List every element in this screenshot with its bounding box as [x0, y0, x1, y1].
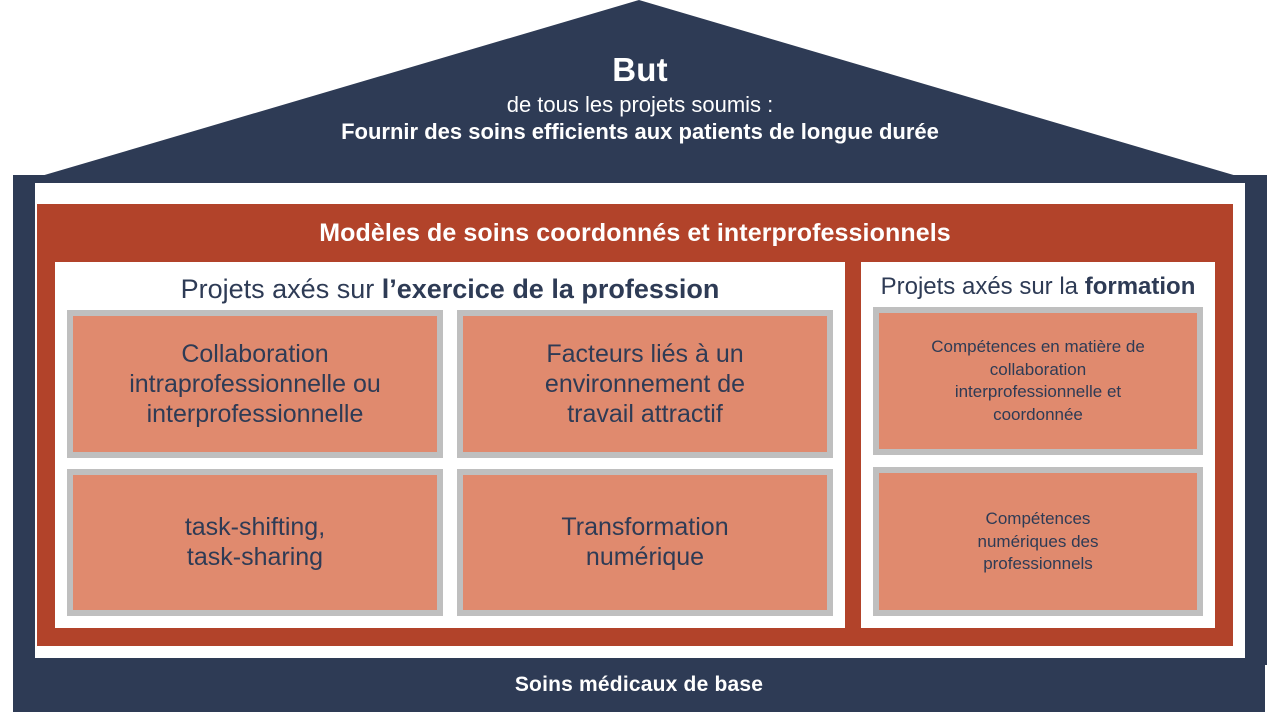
card-collaboration[interactable]: Collaboration intraprofessionnelle ou in…: [67, 310, 443, 458]
panel-formation-row-2: Compétences numériques des professionnel…: [873, 467, 1203, 616]
card-collaboration-line-3: interprofessionnelle: [146, 399, 364, 428]
panel-formation-header-emphasis: formation: [1084, 273, 1196, 300]
card-task-shifting-text: task-shifting, task-sharing: [185, 512, 325, 572]
card-competences-collaboration-line-1: Compétences en matière de: [931, 337, 1145, 357]
panel-formation: Projets axés sur la formation Compétence…: [861, 262, 1215, 628]
card-transformation-line-2: numérique: [585, 543, 705, 572]
panel-exercice-header-emphasis: l’exercice de la profession: [381, 274, 720, 304]
card-transformation[interactable]: Transformation numérique: [457, 468, 833, 616]
card-transformation-text: Transformation numérique: [561, 512, 728, 572]
card-collaboration-line-1: Collaboration: [181, 339, 329, 368]
card-competences-numeriques-line-3: professionnels: [983, 553, 1093, 573]
card-competences-numeriques[interactable]: Compétences numériques des professionnel…: [873, 467, 1203, 616]
card-facteurs[interactable]: Facteurs liés à un environnement de trav…: [457, 310, 833, 458]
banner-title: Modèles de soins coordonnés et interprof…: [319, 218, 951, 247]
card-task-shifting-line-2: task-sharing: [186, 543, 324, 572]
panel-formation-body: Compétences en matière de collaboration …: [873, 306, 1203, 616]
card-collaboration-line-2: intraprofessionnelle ou: [129, 369, 381, 398]
card-competences-collaboration-line-3: interprofessionnelle et: [954, 382, 1122, 402]
card-collaboration-text: Collaboration intraprofessionnelle ou in…: [129, 339, 381, 429]
card-task-shifting[interactable]: task-shifting, task-sharing: [67, 468, 443, 616]
panel-formation-header-prefix: Projets axés sur la: [880, 273, 1085, 300]
panel-formation-row-1: Compétences en matière de collaboration …: [873, 306, 1203, 456]
card-facteurs-line-3: travail attractif: [567, 399, 723, 428]
panel-exercice-header-prefix: Projets axés sur: [180, 274, 382, 304]
card-competences-numeriques-line-1: Compétences: [985, 509, 1091, 529]
card-task-shifting-line-1: task-shifting,: [184, 513, 326, 542]
panel-exercice-row-2: task-shifting, task-sharing Transformati…: [67, 468, 833, 616]
card-facteurs-text: Facteurs liés à un environnement de trav…: [545, 339, 745, 429]
card-competences-numeriques-text: Compétences numériques des professionnel…: [978, 508, 1099, 575]
panel-exercice: Projets axés sur l’exercice de la profes…: [55, 262, 845, 628]
panel-formation-header: Projets axés sur la formation: [873, 270, 1203, 307]
foundation-bar: Soins médicaux de base: [13, 658, 1265, 712]
card-transformation-line-1: Transformation: [561, 513, 729, 542]
panel-exercice-header: Projets axés sur l’exercice de la profes…: [67, 270, 833, 310]
card-competences-collaboration-line-2: collaboration: [989, 359, 1087, 379]
columns-container: Projets axés sur l’exercice de la profes…: [37, 262, 1233, 646]
card-competences-collaboration-line-4: coordonnée: [993, 404, 1083, 424]
card-competences-numeriques-line-2: numériques des: [977, 531, 1099, 551]
card-facteurs-line-1: Facteurs liés à un: [546, 339, 744, 368]
panel-exercice-row-1: Collaboration intraprofessionnelle ou in…: [67, 310, 833, 458]
card-facteurs-line-2: environnement de: [544, 369, 746, 398]
red-frame: Modèles de soins coordonnés et interprof…: [37, 204, 1233, 646]
card-competences-collaboration[interactable]: Compétences en matière de collaboration …: [873, 306, 1203, 456]
roof-shape: [13, 0, 1265, 190]
panel-exercice-body: Collaboration intraprofessionnelle ou in…: [67, 310, 833, 616]
card-competences-collaboration-text: Compétences en matière de collaboration …: [931, 336, 1145, 426]
